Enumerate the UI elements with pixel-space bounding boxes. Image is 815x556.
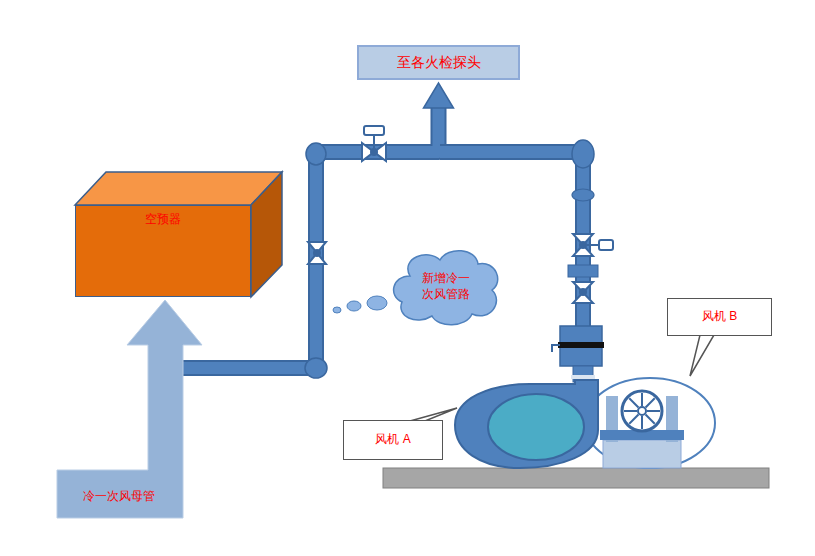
fan-b-spokes [624,393,660,429]
valve [362,126,386,161]
valve [573,234,613,256]
thought-dot [333,307,341,313]
cloud-note: 新增冷一次风管路 [388,246,504,328]
preheater-top [75,172,282,205]
fan-b-pedestal [603,440,681,468]
base [383,468,769,488]
valve [573,282,593,303]
pipe-elbow [305,358,327,378]
air-preheater: 空预器 [75,205,251,297]
node-label: 空预器 [145,212,181,228]
node-label: 风机 A [375,432,410,448]
fan-b-wheel [622,391,662,431]
fan-a-inlet [488,394,584,460]
destination-box: 至各火检探头 [357,45,520,80]
thought-dot [367,296,387,310]
thought-dot [347,301,361,311]
callout-tail [690,335,714,376]
pipe-joint [572,189,594,201]
flange-band [558,342,604,348]
pipe-elbow [572,140,594,168]
fan-b-housing [585,378,715,468]
node-label: 冷一次风母管 [83,489,155,505]
node-label: 新增冷一次风管路 [420,271,472,302]
fan-a-volute [455,380,598,468]
flange-handle [552,345,560,352]
pipe-joint [568,265,598,277]
callout-box: 风机 A [343,420,443,460]
valve [308,242,326,264]
preheater-side [251,172,282,297]
supply-arrow: 冷一次风母管 [57,300,203,518]
node-label: 风机 B [702,309,737,325]
callout-box: 风机 B [667,298,772,336]
pipe-ring [571,375,595,379]
supply-arrow-shape [57,300,203,518]
fan-b-hub [638,407,646,415]
node-label: 至各火检探头 [397,53,481,71]
